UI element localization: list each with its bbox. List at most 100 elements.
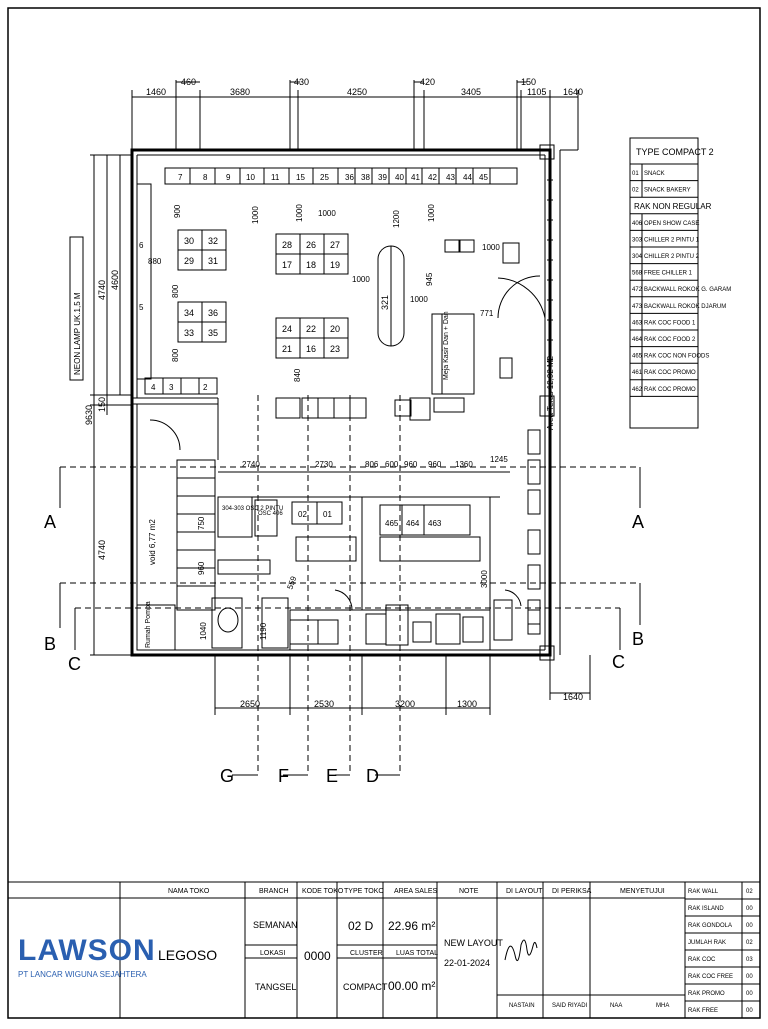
- wall-15: 15: [296, 173, 305, 182]
- rack-5: 5: [139, 303, 144, 312]
- tb-h-cluster: CLUSTER: [350, 950, 383, 957]
- svg-text:26: 26: [306, 240, 316, 250]
- rak-summary-value: 00: [746, 923, 753, 929]
- meja-kasir-label: Meja Kasir Dan + Dan: [443, 311, 450, 380]
- svg-text:28: 28: [282, 240, 292, 250]
- rack-4: 4: [151, 383, 156, 392]
- legend-code: 465: [632, 354, 643, 360]
- wall-42: 42: [428, 173, 437, 182]
- legend-name: BACKWALL ROKOK G. GARAM: [644, 287, 731, 293]
- legend-name: RAK COC PROMO: [644, 370, 696, 376]
- dim-mid-8: 1245: [490, 455, 508, 464]
- svg-text:21: 21: [282, 344, 292, 354]
- dim-bottom-1300: 1300: [457, 699, 477, 709]
- sheet-border: [7, 7, 761, 1019]
- section-a-right: A: [632, 512, 644, 532]
- rak-summary-value: 00: [746, 1008, 753, 1014]
- tb-h-lokasi: LOKASI: [260, 950, 285, 957]
- logo-lawson: LAWSON: [18, 934, 156, 967]
- dim-mid-2: 2730: [315, 460, 333, 469]
- rak-summary-value: 02: [746, 940, 753, 946]
- svg-text:29: 29: [184, 256, 194, 266]
- tb-h-layout: DI LAYOUT: [506, 888, 543, 895]
- legend-name: OPEN SHOW CASE: [644, 221, 699, 227]
- legend-title: TYPE COMPACT 2: [636, 147, 714, 157]
- legend-name: RAK COC FOOD 2: [644, 337, 696, 343]
- rak-summary-value: 02: [746, 889, 753, 895]
- svg-text:559: 559: [285, 575, 298, 591]
- svg-text:31: 31: [208, 256, 218, 266]
- svg-text:800: 800: [171, 348, 180, 362]
- neon-lamp-box: [69, 236, 84, 381]
- tb-h-area: AREA SALES: [394, 888, 438, 895]
- gondola-left-b: 34 36 33 35: [177, 301, 227, 343]
- legend-name: BACKWALL ROKOK DJARUM: [644, 304, 726, 310]
- svg-text:20: 20: [330, 324, 340, 334]
- legend-code: 473: [632, 304, 643, 310]
- svg-text:36: 36: [208, 308, 218, 318]
- svg-text:19: 19: [330, 260, 340, 270]
- tb-h-note: NOTE: [459, 888, 479, 895]
- rak-464: 464: [406, 519, 420, 528]
- dim-mid-4: 600: [385, 460, 399, 469]
- wall-8: 8: [203, 173, 208, 182]
- tb-h-branch: BRANCH: [259, 888, 289, 895]
- dim-left-4600: 4600: [110, 270, 120, 290]
- svg-text:34: 34: [184, 308, 194, 318]
- dim-mid-6: 960: [428, 460, 442, 469]
- wall-44: 44: [463, 173, 472, 182]
- wall-36: 36: [345, 173, 354, 182]
- section-b-right: B: [632, 629, 644, 649]
- rumah-pompa-label: Rumah Pompa: [145, 601, 152, 648]
- legend-code: 406: [632, 221, 643, 227]
- island-321: 321: [377, 245, 405, 347]
- section-b-left: B: [44, 634, 56, 654]
- tb-menyetujui-1: NAA: [610, 1003, 622, 1009]
- svg-text:1190: 1190: [259, 622, 268, 640]
- svg-text:321: 321: [380, 295, 390, 310]
- legend-code: 304: [632, 254, 643, 260]
- tb-branch: SEMANAN: [253, 920, 298, 930]
- dim-top-9: 1105: [527, 87, 546, 97]
- rack-6: 6: [139, 241, 144, 250]
- gondola-mid-b: 24 22 20 21 16 23: [275, 317, 349, 359]
- dim-mid-1: 2740: [242, 460, 260, 469]
- section-a-left: A: [44, 512, 56, 532]
- gondola-mid-a: 28 26 27 17 18 19: [275, 233, 349, 275]
- tb-h-menyetujui: MENYETUJUI: [620, 888, 665, 895]
- svg-text:1000: 1000: [352, 275, 370, 284]
- dim-bottom-2530: 2530: [314, 699, 334, 709]
- wall-11: 11: [271, 173, 280, 182]
- chiller-01: 01: [323, 510, 332, 519]
- legend-code: 463: [632, 320, 643, 326]
- tb-note-2: 22-01-2024: [444, 958, 490, 968]
- svg-text:24: 24: [282, 324, 292, 334]
- tb-area: 22.96 m²: [388, 919, 435, 933]
- legend-name: FREE CHILLER 1: [644, 271, 693, 277]
- dim-left-150: 150: [97, 397, 107, 412]
- svg-text:32: 32: [208, 236, 218, 246]
- neon-lamp-label: NEON LAMP UK.1,5 M: [73, 292, 82, 375]
- svg-text:1000: 1000: [482, 243, 500, 252]
- dim-top-1: 1460: [146, 87, 166, 97]
- backwall-rokok: [275, 397, 412, 419]
- rak-summary-label: RAK ISLAND: [688, 906, 724, 912]
- svg-text:27: 27: [330, 240, 340, 250]
- tb-lokasi: TANGSEL: [255, 982, 296, 992]
- tb-h-luas: LUAS TOTAL: [396, 950, 438, 957]
- left-dimensions: 9630 4740 4600 150 4740 NEON LAMP UK.1,5…: [69, 154, 132, 656]
- wall-45: 45: [479, 173, 488, 182]
- svg-text:1040: 1040: [199, 622, 208, 640]
- dim-top-4: 430: [294, 77, 309, 87]
- tb-luas: 00.00 m²: [388, 979, 435, 993]
- legend-name: CHILLER 2 PINTU 2: [644, 254, 700, 260]
- legend-name: RAK COC NON FOODS: [644, 354, 709, 360]
- legend-code: 464: [632, 337, 643, 343]
- rack-2: 2: [203, 383, 208, 392]
- wall-38: 38: [361, 173, 370, 182]
- svg-text:35: 35: [208, 328, 218, 338]
- svg-text:23: 23: [330, 344, 340, 354]
- left-racks: 4 3 2 6 5: [139, 241, 218, 395]
- signature-layout: [504, 939, 538, 962]
